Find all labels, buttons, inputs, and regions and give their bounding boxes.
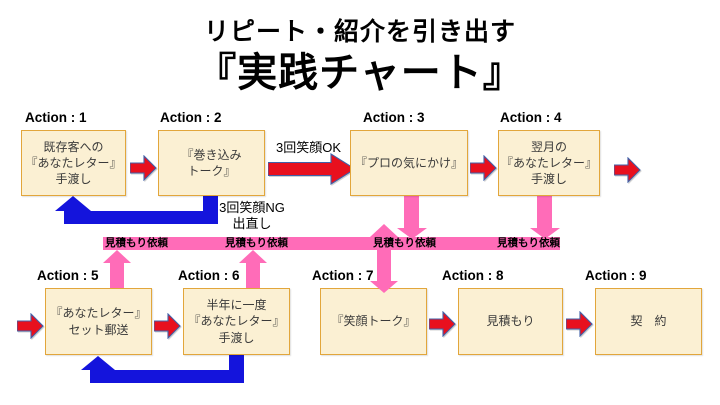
action-9-label: Action : 9 — [585, 268, 647, 283]
action-7-label: Action : 7 — [312, 268, 374, 283]
estimate-request-label-1: 見積もり依頼 — [105, 237, 168, 249]
action-4-box: 翌月の 『あなたレター』 手渡し — [498, 130, 600, 196]
action-1-label: Action : 1 — [25, 110, 87, 125]
pink-arrow-6-up-shaft — [246, 262, 260, 288]
action-6-box: 半年に一度 『あなたレター』 手渡し — [183, 288, 290, 355]
slide-title-line1: リピート・紹介を引き出す — [203, 18, 516, 46]
action-9-box: 契 約 — [595, 288, 702, 355]
pink-arrow-3-down-shaft — [404, 196, 419, 228]
pink-arrow-5-up-shaft — [110, 262, 124, 288]
estimate-request-label-4: 見積もり依頼 — [497, 237, 560, 249]
smile-ng-line2: 出直し — [232, 216, 272, 232]
action-7-box: 『笑顔トーク』 — [320, 288, 427, 355]
action-8-box: 見積もり — [458, 288, 563, 355]
pink-arrow-5-up-arrowhead-icon — [103, 250, 131, 263]
blue-return-top-riser — [203, 196, 218, 224]
smile-ng-line1: 3回笑顔NG — [219, 200, 285, 215]
blue-return-top-arrowhead-icon — [55, 196, 91, 211]
action-4-label: Action : 4 — [500, 110, 562, 125]
action-1-box: 既存客への 『あなたレター』 手渡し — [21, 130, 126, 196]
red-arrow-4-out-icon — [614, 157, 641, 183]
red-arrow-3-to-4-icon — [470, 155, 497, 181]
blue-return-bottom-riser — [229, 355, 244, 383]
smile-ng-label: 3回笑顔NG 出直し — [212, 200, 292, 233]
pink-arrow-7-shaft — [377, 237, 391, 281]
pink-arrow-4-down-arrowhead-icon — [530, 228, 560, 239]
red-arrow-in-5-icon — [17, 313, 44, 339]
estimate-request-label-3: 見積もり依頼 — [373, 237, 436, 249]
pink-arrow-7-down-arrowhead-icon — [370, 281, 398, 293]
estimate-request-bar — [103, 237, 560, 250]
red-arrow-1-to-2-icon — [130, 155, 157, 181]
blue-return-bottom-shaft — [90, 370, 244, 383]
action-8-label: Action : 8 — [442, 268, 504, 283]
slide-title-line2: 『実践チャート』 — [196, 51, 524, 95]
action-2-label: Action : 2 — [160, 110, 222, 125]
action-3-box: 『プロの気にかけ』 — [350, 130, 468, 196]
pink-arrow-3-down-arrowhead-icon — [397, 228, 427, 239]
action-3-label: Action : 3 — [363, 110, 425, 125]
action-2-box: 『巻き込み トーク』 — [158, 130, 265, 196]
action-5-label: Action : 5 — [37, 268, 99, 283]
action-6-label: Action : 6 — [178, 268, 240, 283]
blue-return-bottom-arrowhead-icon — [81, 356, 115, 370]
red-arrow-7-to-8-icon — [429, 311, 456, 337]
red-arrow-2-to-3-icon — [268, 153, 356, 185]
pink-arrow-4-down-shaft — [537, 196, 552, 228]
pink-arrow-6-up-arrowhead-icon — [239, 250, 267, 263]
blue-return-top-shaft — [64, 211, 218, 224]
pink-arrow-7-up-arrowhead-icon — [370, 224, 398, 237]
smile-ok-label: 3回笑顔OK — [276, 140, 342, 155]
action-5-box: 『あなたレター』 セット郵送 — [45, 288, 152, 355]
red-arrow-5-to-6-icon — [154, 313, 181, 339]
red-arrow-8-to-9-icon — [566, 311, 593, 337]
estimate-request-label-2: 見積もり依頼 — [225, 237, 288, 249]
